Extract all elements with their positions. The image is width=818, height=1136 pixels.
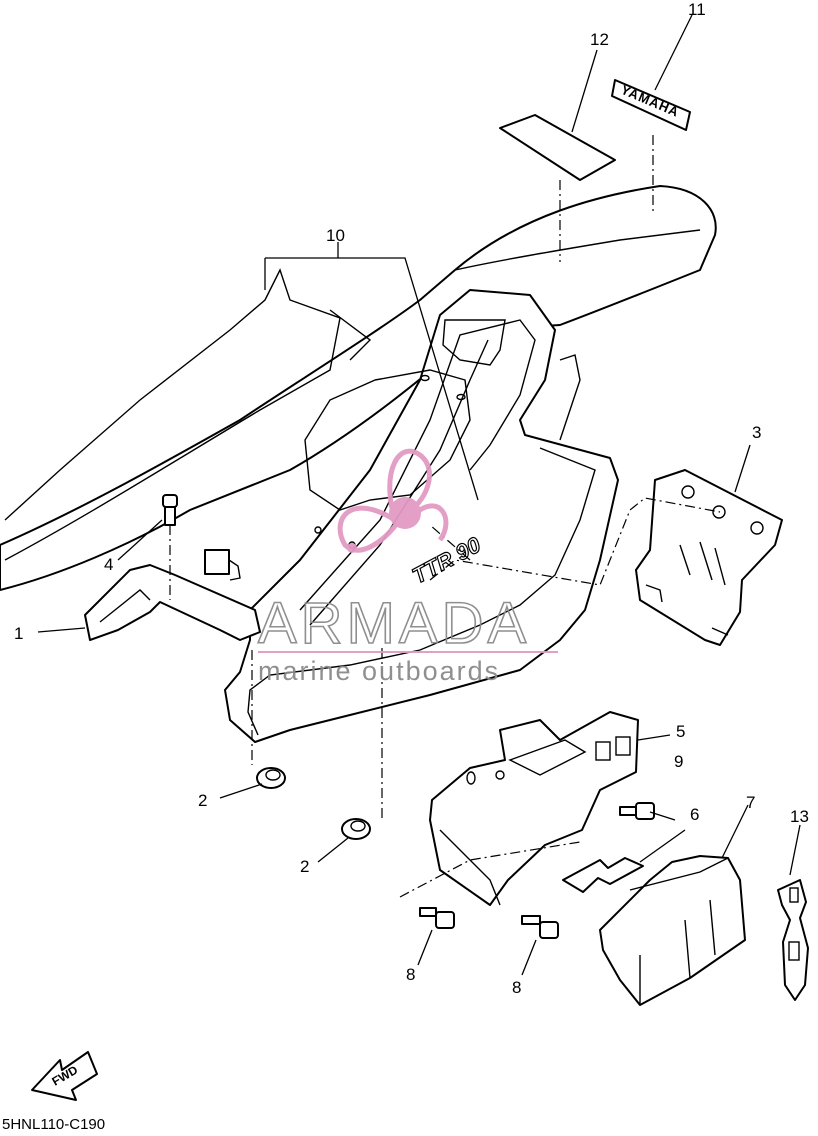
part-4-bolt — [162, 494, 178, 526]
part-12-decal — [499, 114, 616, 181]
part-13-clip — [777, 879, 809, 1001]
part-2-grommet-a — [256, 767, 286, 789]
part-3-plate — [635, 469, 783, 646]
callout-2b: 2 — [300, 857, 309, 876]
callout-9: 9 — [674, 752, 683, 771]
part-9-bolt — [619, 802, 655, 820]
callout-12: 12 — [590, 30, 609, 49]
part-8-bolt-b — [521, 915, 559, 939]
callout-10: 10 — [326, 226, 345, 245]
watermark-logo-icon — [337, 448, 449, 553]
assembly-lines — [169, 135, 721, 898]
callout-4: 4 — [104, 555, 113, 574]
watermark: ARMADA marine outboards — [257, 448, 558, 686]
side-cover: TTR 90 — [224, 289, 619, 743]
callout-2a: 2 — [198, 791, 207, 810]
callout-11: 11 — [688, 0, 706, 19]
callout-5: 5 — [676, 722, 685, 741]
watermark-tagline: marine outboards — [258, 656, 500, 686]
leader-lines — [37, 14, 801, 976]
part-7-case — [599, 855, 746, 1006]
part-1-bracket — [84, 549, 261, 641]
callout-7: 7 — [746, 793, 755, 812]
callout-labels: 1 2 2 3 4 5 6 7 8 8 9 10 11 12 13 — [14, 0, 809, 997]
callout-3: 3 — [752, 423, 761, 442]
part-11-decal: YAMAHA — [611, 79, 691, 131]
callout-13: 13 — [790, 807, 809, 826]
fwd-arrow-icon: FWD — [31, 1051, 98, 1101]
part-5-battery-box — [429, 711, 639, 906]
part-2-grommet-b — [341, 818, 371, 840]
drawing-code: 5HNL110-C190 — [2, 1116, 105, 1131]
part-8-bolt-a — [419, 907, 455, 929]
watermark-brand: ARMADA — [258, 591, 530, 656]
callout-6: 6 — [690, 805, 699, 824]
callout-1: 1 — [14, 624, 23, 643]
callout-8b: 8 — [512, 978, 521, 997]
callout-8a: 8 — [406, 965, 415, 984]
part-6-pad — [562, 857, 644, 893]
